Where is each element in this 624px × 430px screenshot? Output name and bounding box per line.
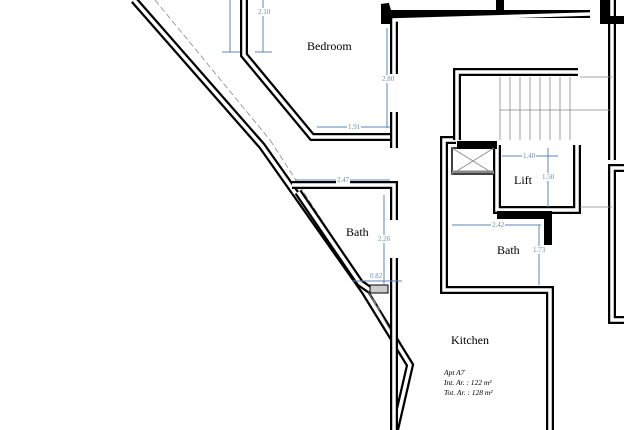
room-label-bath-left: Bath bbox=[346, 225, 369, 239]
dim-bath-left-door: 0.82 bbox=[369, 272, 384, 280]
dim-bedroom-top: 2.10 bbox=[257, 8, 272, 16]
bedroom-wall bbox=[240, 0, 392, 141]
stairs bbox=[499, 76, 612, 208]
dim-bedroom-width: 1.91 bbox=[347, 123, 362, 131]
room-label-bedroom: Bedroom bbox=[307, 39, 352, 53]
dim-bath-right-height: 1.73 bbox=[532, 246, 547, 254]
apartment-name: Apt A7 bbox=[444, 368, 465, 377]
room-label-bath-right: Bath bbox=[497, 243, 520, 257]
dim-bedroom-height: 2.80 bbox=[381, 75, 396, 83]
room-label-kitchen: Kitchen bbox=[451, 333, 489, 347]
walls bbox=[130, 0, 624, 430]
internal-area: Int. Ar. : 122 m² bbox=[444, 378, 492, 387]
lift-wall bbox=[493, 145, 581, 214]
outer-diagonal-wall bbox=[130, 0, 415, 430]
dim-lift-height: 1.50 bbox=[541, 173, 556, 181]
dim-bath-left-width: 2.47 bbox=[336, 176, 351, 184]
total-area: Tot. Ar. : 128 m² bbox=[444, 388, 493, 397]
room-label-lift: Lift bbox=[514, 173, 532, 187]
dim-lift-width: 1.40 bbox=[522, 152, 537, 160]
dim-bath-left-height: 2.26 bbox=[377, 235, 392, 243]
dim-bath-right-width: 2.42 bbox=[491, 221, 506, 229]
shower-tray-icon bbox=[451, 147, 495, 175]
apartment-info: Apt A7 Int. Ar. : 122 m² Tot. Ar. : 128 … bbox=[444, 368, 493, 398]
